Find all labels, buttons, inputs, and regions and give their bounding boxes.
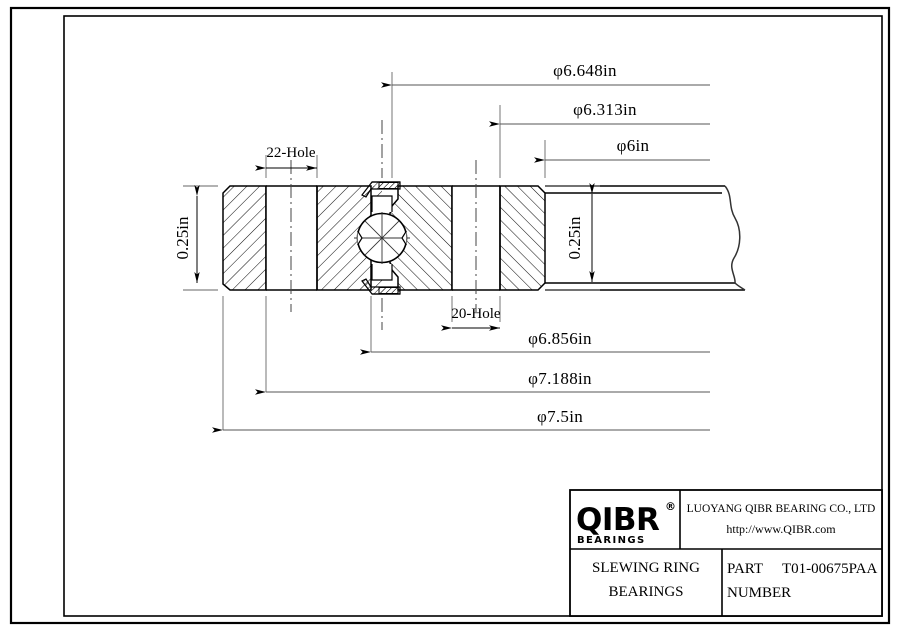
bearing-cross-section [222, 120, 746, 330]
dimension-6313: φ6.313in [489, 100, 710, 127]
company-name: LUOYANG QIBR BEARING CO., LTD [687, 503, 876, 515]
dimension-label-6648: φ6.648in [553, 61, 617, 80]
title-block: QIBR ® BEARINGS LUOYANG QIBR BEARING CO.… [569, 489, 883, 617]
sheet-border-inner [63, 15, 883, 617]
dimension-label-6856: φ6.856in [528, 329, 592, 348]
qibr-logo: QIBR ® BEARINGS [576, 500, 676, 546]
dimension-label-6313: φ6.313in [573, 100, 637, 119]
dimension-6648: φ6.648in [381, 61, 710, 88]
seal-bottom [361, 278, 401, 295]
dimension-label-height-left: 0.25in [173, 216, 192, 259]
logo-subtext: BEARINGS [577, 535, 646, 546]
part-number-label-2: NUMBER [727, 585, 791, 601]
callout-label-22-hole: 22-Hole [266, 145, 315, 161]
outer-ring-left-block [222, 185, 267, 291]
dimension-label-height-right: 0.25in [565, 216, 584, 259]
bearing-ball [354, 195, 410, 281]
seal-top [361, 181, 401, 198]
callout-20-hole: 20-Hole [441, 306, 501, 331]
registered-mark-icon: ® [665, 500, 676, 513]
extension-lines [183, 72, 600, 430]
dimension-7188: φ7.188in [255, 369, 710, 395]
dimension-label-6: φ6in [617, 136, 650, 155]
dimension-label-7188: φ7.188in [528, 369, 592, 388]
dimension-6856: φ6.856in [360, 329, 710, 355]
inner-ring-right-block [499, 185, 546, 291]
company-website: http://www.QIBR.com [726, 522, 836, 536]
product-line-2: BEARINGS [608, 584, 683, 600]
part-number-label-1: PART [727, 561, 763, 577]
dimension-label-75: φ7.5in [537, 407, 583, 426]
logo-text: QIBR [576, 502, 660, 538]
dimension-6: φ6in [534, 136, 710, 163]
part-number-value: T01-00675PAA [782, 561, 877, 577]
dimension-75: φ7.5in [212, 407, 710, 433]
callout-22-hole: 22-Hole [255, 145, 317, 171]
callout-label-20-hole: 20-Hole [451, 306, 500, 322]
dimension-height-right: 0.25in [565, 183, 595, 282]
dimension-height-left: 0.25in [173, 185, 200, 283]
product-line-1: SLEWING RING [592, 560, 700, 576]
sheet-border-outer [9, 6, 891, 625]
